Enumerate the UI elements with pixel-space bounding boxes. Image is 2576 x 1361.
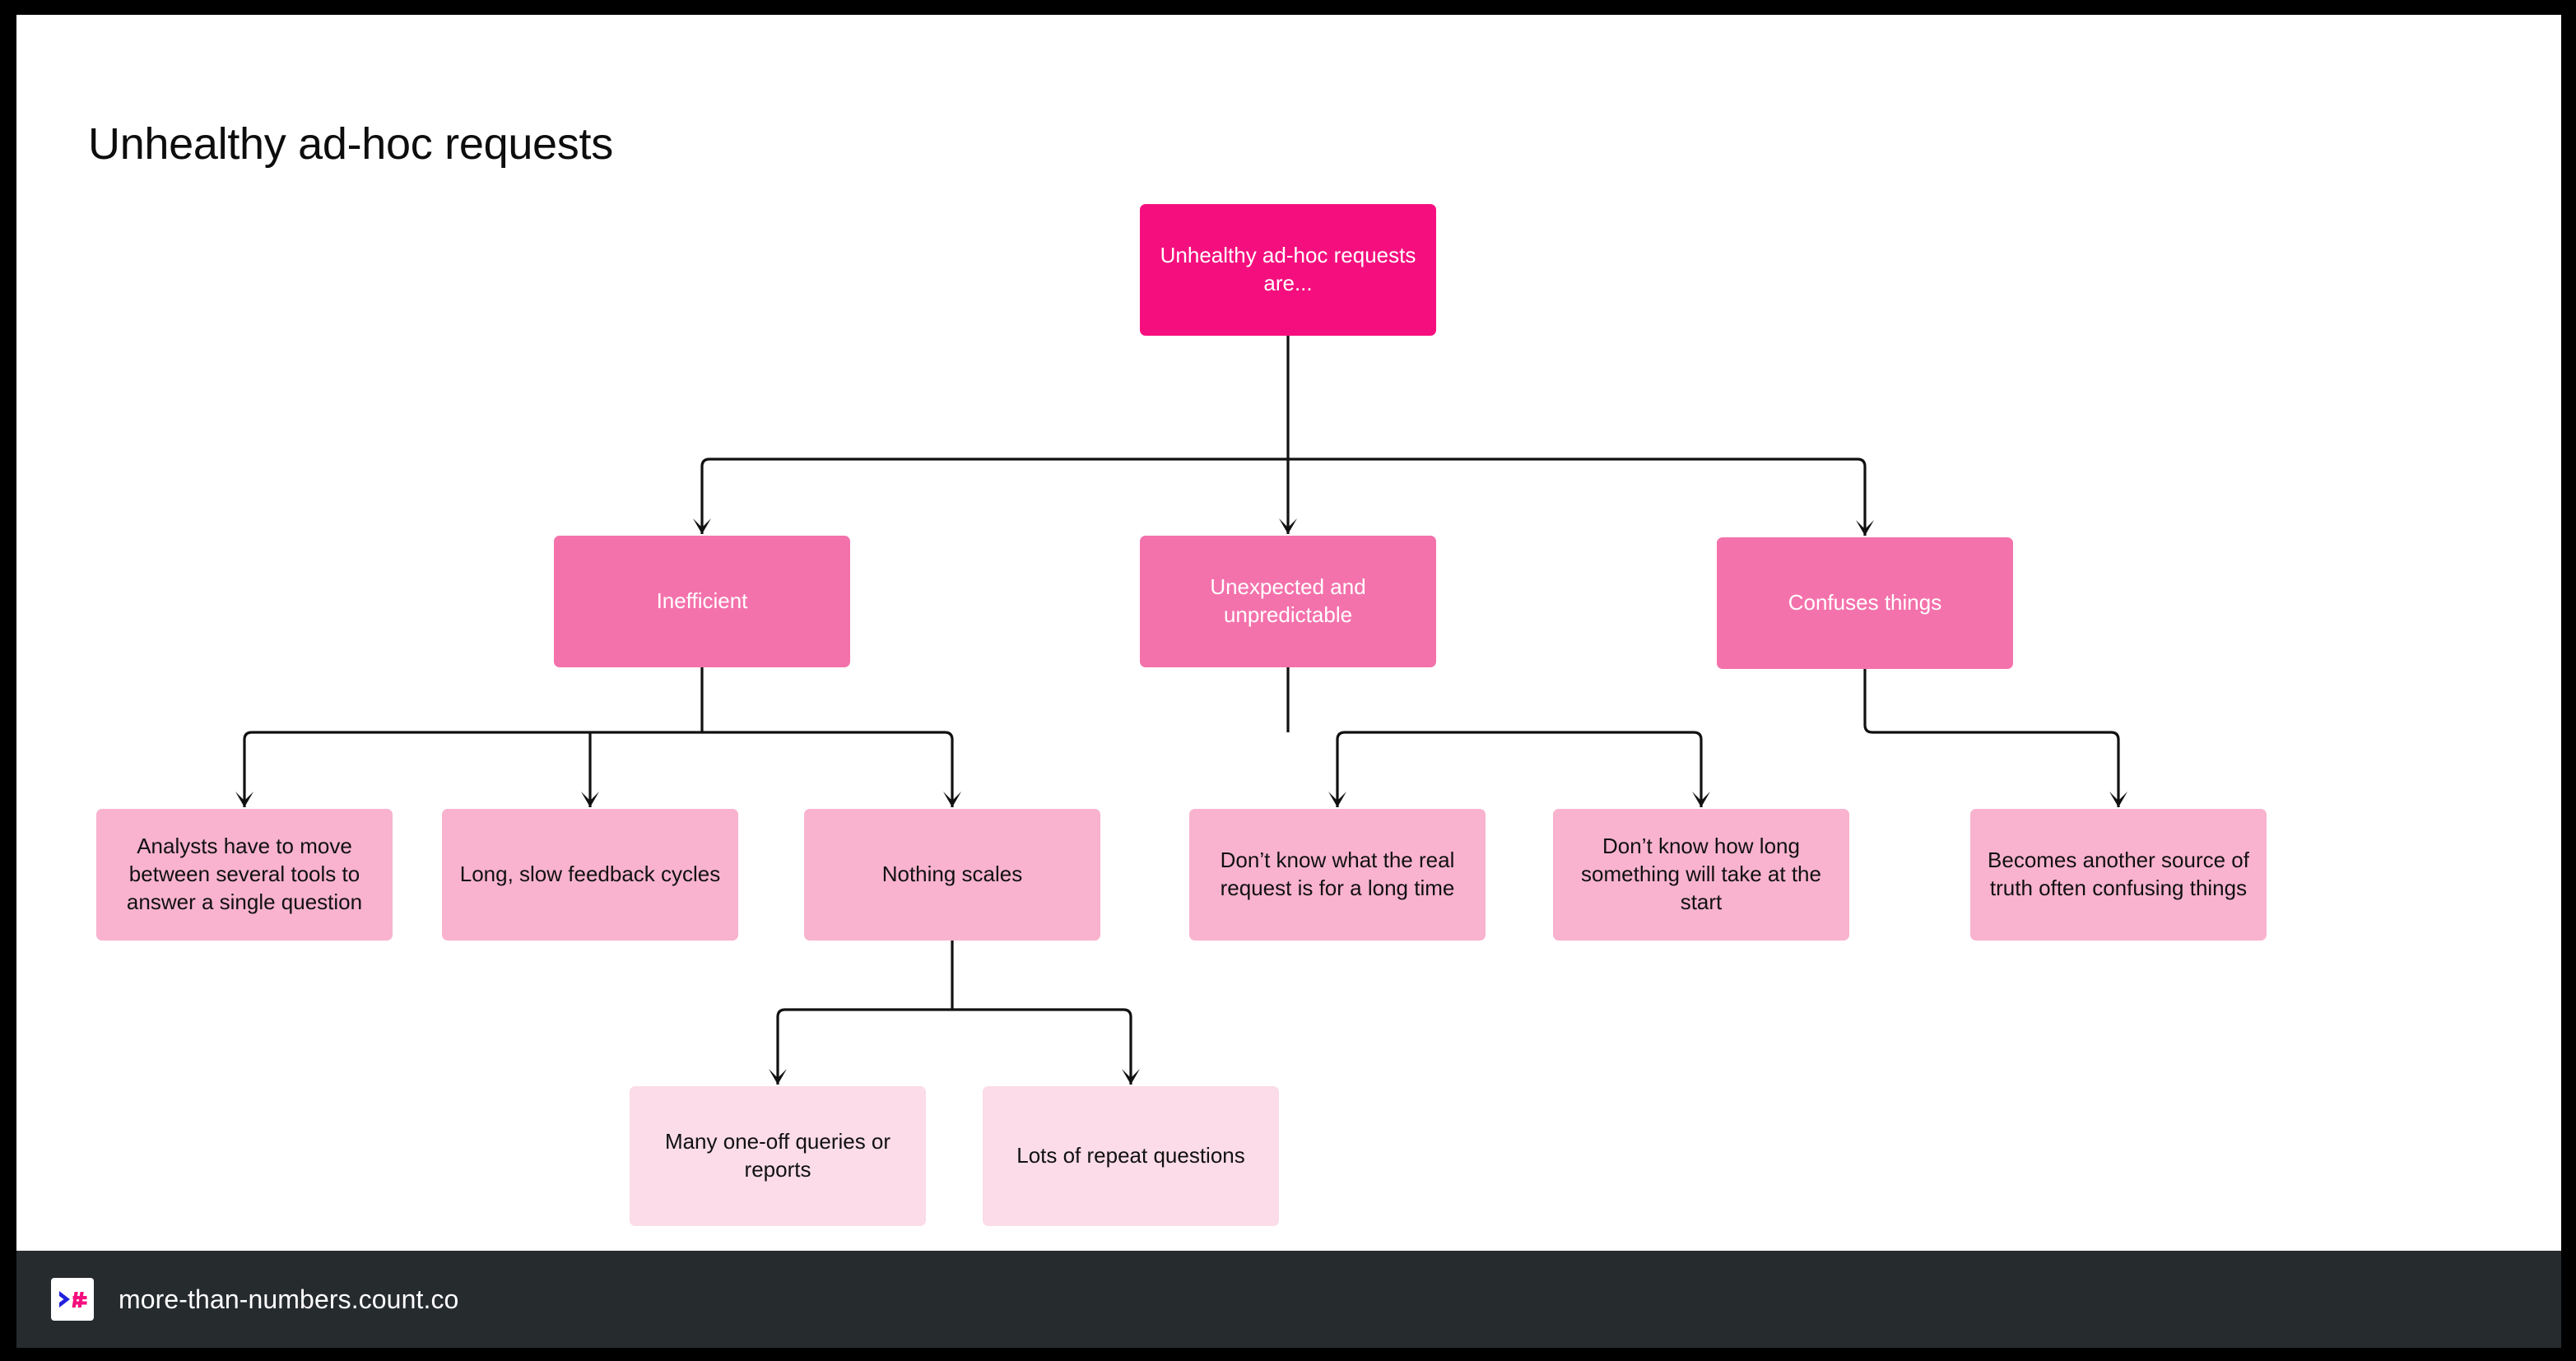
connector-arrowhead [581,792,599,807]
connector-bus [243,731,954,741]
connector-bus [776,1008,1132,1018]
connector-bus [1336,731,1703,741]
slide-canvas: Unhealthy ad-hoc requests Unhealthy ad-h… [16,15,2561,1348]
flow-node-truth[interactable]: Becomes another source of truth often co… [1970,809,2267,941]
connector-arrowhead [1692,792,1710,807]
connector-arrowhead [1279,518,1297,534]
connector-bus [700,458,1867,467]
flow-node-label: Inefficient [656,588,748,614]
flow-node-label: Unexpected and unpredictable [1210,574,1366,627]
flow-node-label: Unhealthy ad-hoc requests are... [1160,243,1416,295]
footer-bar: more-than-numbers.count.co [16,1251,2561,1348]
flow-node-scales[interactable]: Nothing scales [804,809,1100,941]
connector-line [1863,669,2120,807]
flowchart-canvas: Unhealthy ad-hoc requests are... Ineffici… [16,15,2561,1348]
flow-node-root[interactable]: Unhealthy ad-hoc requests are... [1140,204,1436,336]
flow-node-label: Long, slow feedback cycles [459,862,721,887]
flow-node-label: Becomes another source of truth often co… [1988,848,2249,900]
connector-arrowhead [2109,792,2127,807]
count-logo-icon [51,1278,94,1321]
connector-arrowhead [235,792,253,807]
connector-arrowhead [1328,792,1346,807]
connector-arrowhead [1856,520,1874,536]
footer-url-label: more-than-numbers.count.co [119,1284,459,1314]
flow-node-label: Don’t know what the real request is for … [1220,848,1455,900]
flow-node-oneoff[interactable]: Many one-off queries or reports [630,1086,926,1226]
flow-node-label: Analysts have to move between several to… [126,834,363,914]
flow-node-unpred[interactable]: Unexpected and unpredictable [1140,536,1436,667]
connector-arrowhead [943,792,961,807]
connector-arrowhead [693,518,711,534]
flow-node-label: Lots of repeat questions [1016,1143,1245,1168]
flow-node-label: Confuses things [1788,590,1942,615]
flow-node-repeat[interactable]: Lots of repeat questions [983,1086,1279,1226]
flow-node-confuse[interactable]: Confuses things [1717,537,2013,669]
flow-node-label: Don’t know how long something will take … [1581,834,1821,914]
flow-node-cycles[interactable]: Long, slow feedback cycles [442,809,738,941]
flow-node-realreq[interactable]: Don’t know what the real request is for … [1189,809,1486,941]
page-title: Unhealthy ad-hoc requests [88,119,613,170]
flow-node-tools[interactable]: Analysts have to move between several to… [96,809,393,941]
connector-arrowhead [769,1069,787,1085]
connector-arrowhead [1122,1069,1140,1085]
flow-node-howlong[interactable]: Don’t know how long something will take … [1553,809,1849,941]
flow-node-label: Nothing scales [881,862,1023,887]
flow-node-ineff[interactable]: Inefficient [554,536,850,667]
flow-node-label: Many one-off queries or reports [664,1129,891,1182]
